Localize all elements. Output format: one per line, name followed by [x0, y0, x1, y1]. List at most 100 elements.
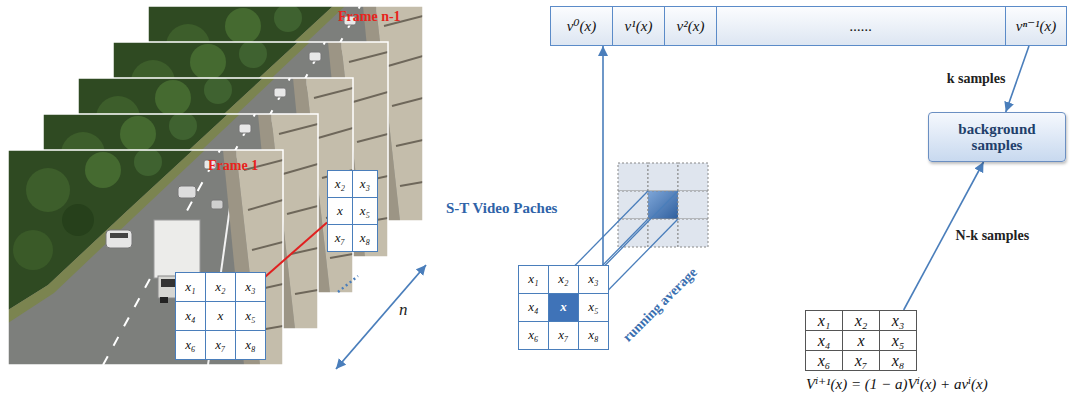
frame-label: Frame 1 — [208, 158, 258, 174]
node-text: x₂ — [335, 177, 345, 191]
frame-label: Frame n-1 — [338, 9, 401, 25]
node-text: x — [337, 204, 343, 218]
node-text: x₈ — [360, 231, 370, 245]
pixel-cell: x — [842, 330, 880, 351]
node-text: x₄ — [185, 309, 195, 323]
node-text: x₁ — [818, 312, 831, 330]
node-text: vⁿ⁻¹(x) — [1016, 18, 1056, 35]
pixel-cell: x₅ — [879, 330, 917, 351]
pixel-cell: x₄ — [805, 330, 843, 351]
pixel-cell: x₂ — [842, 310, 880, 331]
pixel-cell: x₇ — [548, 321, 579, 350]
pixel-cell: x₁ — [805, 310, 843, 331]
node-text: x₅ — [588, 300, 598, 314]
pixel-cell: x₈ — [578, 321, 609, 350]
pixel-cell: x₂ — [327, 170, 353, 198]
projection-line — [548, 219, 648, 321]
node-text: x₃ — [245, 280, 255, 294]
node-text: x₆ — [818, 352, 831, 370]
node-text: x₇ — [558, 328, 568, 342]
annotation-label: running average — [620, 265, 701, 346]
pixel-cell: x₃ — [578, 265, 609, 294]
node-text: v²(x) — [677, 18, 705, 35]
pixel-cell: x — [205, 301, 236, 331]
node-text: x₃ — [588, 272, 598, 286]
node-text: x₄ — [528, 300, 538, 314]
node-text: x₃ — [892, 312, 905, 330]
process-box: background samples — [928, 112, 1066, 162]
node-text: x₇ — [855, 352, 868, 370]
dimension-label: n — [399, 300, 408, 320]
pixel-cell: x₅ — [578, 293, 609, 322]
sample-cell: v⁰(x) — [550, 6, 613, 46]
pixel-cell: x₂ — [548, 265, 579, 294]
pixel-cell: x₄ — [518, 293, 549, 322]
pixel-cell: x₈ — [352, 224, 378, 252]
node-text: x₅ — [245, 309, 255, 323]
ellipsis-dots — [338, 276, 358, 292]
node-text: x₇ — [215, 338, 225, 352]
patch-cell — [678, 219, 708, 247]
patch-cell — [678, 191, 708, 219]
frame-border — [8, 150, 283, 365]
node-text: v⁰(x) — [567, 18, 596, 35]
node-text: x₂ — [215, 280, 225, 294]
node-text: x — [857, 332, 864, 350]
connector — [602, 46, 604, 265]
node-text: x₄ — [818, 332, 831, 350]
formula: Vⁱ⁺¹(x) = (1 − a)Vⁱ(x) + avⁱ(x) — [806, 375, 988, 393]
dimension-arrow — [336, 265, 426, 369]
pixel-cell: x₆ — [805, 350, 843, 371]
node-text: x — [560, 300, 567, 314]
node-text: x₁ — [185, 280, 195, 294]
pixel-cell: x₈ — [879, 350, 917, 371]
node-text: background samples — [937, 121, 1057, 154]
projection-line — [548, 191, 648, 293]
node-text: x₂ — [855, 312, 868, 330]
patch-cell — [648, 163, 678, 191]
node-text: ...... — [850, 18, 873, 35]
sample-cell: v²(x) — [664, 6, 717, 46]
pixel-cell: x — [548, 293, 579, 322]
node-text: x₃ — [360, 177, 370, 191]
pixel-cell: x₃ — [352, 170, 378, 198]
node-text: v¹(x) — [625, 18, 653, 35]
connector — [1006, 46, 1029, 112]
node-text: x₈ — [588, 328, 598, 342]
pixel-cell: x — [327, 197, 353, 225]
node-text: x₈ — [892, 352, 905, 370]
pixel-cell: x₃ — [879, 310, 917, 331]
patch-cell — [678, 163, 708, 191]
pixel-cell: x₁ — [518, 265, 549, 294]
node-text: x₂ — [558, 272, 568, 286]
patch-cell — [618, 163, 648, 191]
node-text: x — [218, 309, 224, 323]
pixel-cell: x₆ — [175, 330, 206, 360]
node-text: x₈ — [245, 338, 255, 352]
projection-line — [578, 191, 678, 293]
pixel-cell: x₄ — [175, 301, 206, 331]
edge-label: k samples — [945, 71, 1008, 87]
node-text: x₇ — [335, 231, 345, 245]
pixel-cell: x₅ — [352, 197, 378, 225]
pixel-cell: x₂ — [205, 272, 236, 302]
pixel-cell: x₇ — [327, 224, 353, 252]
pixel-cell: x₆ — [518, 321, 549, 350]
connector — [236, 222, 327, 302]
sample-cell: vⁿ⁻¹(x) — [1005, 6, 1067, 46]
video-frames — [8, 4, 423, 365]
node-text: x₅ — [360, 204, 370, 218]
pixel-cell: x₃ — [235, 272, 266, 302]
pixel-cell: x₇ — [205, 330, 236, 360]
sample-cell: ...... — [716, 6, 1006, 46]
node-text: x₅ — [892, 332, 905, 350]
node-text: x₆ — [528, 328, 538, 342]
connectors — [236, 46, 1029, 310]
edge-label: N-k samples — [954, 228, 1032, 244]
pixel-cell: x₈ — [235, 330, 266, 360]
pixel-cell: x₇ — [842, 350, 880, 371]
pixel-cell: x₁ — [175, 272, 206, 302]
node-text: x₆ — [185, 338, 195, 352]
